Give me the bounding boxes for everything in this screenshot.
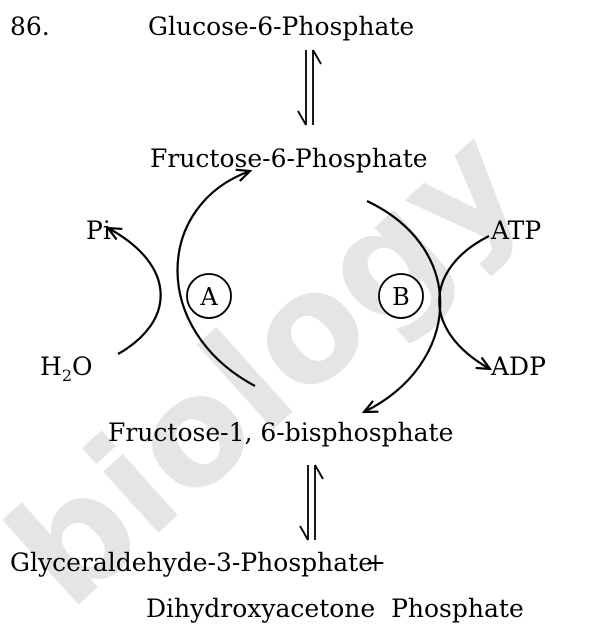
reversible-arrow-top (297, 49, 322, 126)
enzyme-b-label: B (392, 283, 410, 311)
dihydroxyacetone-phosphate-label: Dihydroxyacetone Phosphate (146, 594, 524, 623)
glyceraldehyde-3-phosphate-label: Glyceraldehyde-3-Phosphate (10, 548, 374, 577)
arc-b-side (438, 235, 490, 369)
pi-label: Pi (86, 216, 111, 245)
atp-label: ATP (491, 216, 542, 245)
enzyme-a-label: A (199, 283, 218, 311)
enzyme-b-circle (378, 273, 424, 319)
adp-label: ADP (491, 352, 546, 381)
fructose-6-phosphate-label: Fructose-6-Phosphate (150, 144, 428, 173)
glucose-6-phosphate-label: Glucose-6-Phosphate (148, 12, 415, 41)
reversible-arrow-bottom (299, 464, 324, 541)
enzyme-a-circle (186, 273, 232, 319)
fructose-1-6-bisphosphate-label: Fructose-1, 6-bisphosphate (108, 418, 454, 447)
water-label: H2O (40, 352, 93, 385)
arc-a-side (108, 228, 162, 355)
plus-sign: + (365, 548, 386, 577)
arc-a-main (176, 171, 256, 387)
question-number: 86. (10, 12, 50, 41)
